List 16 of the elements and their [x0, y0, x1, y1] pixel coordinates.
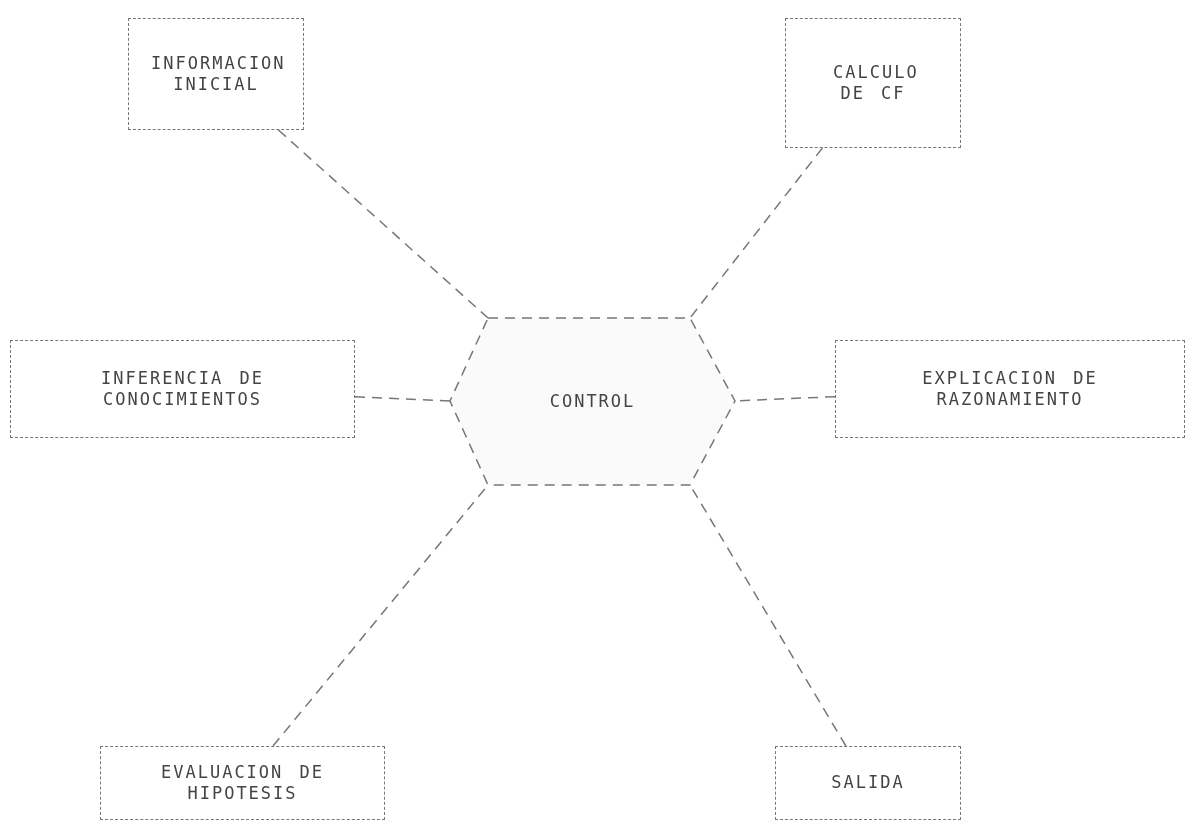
node-label: EVALUACION DE HIPOTESIS [159, 761, 326, 805]
control-hexagon [450, 318, 735, 485]
process-box [785, 18, 961, 148]
node-label: EXPLICACION DE RAZONAMIENTO [921, 367, 1099, 411]
connector-line [354, 396, 451, 402]
connector-line [689, 147, 824, 319]
process-box [100, 746, 385, 820]
process-box [775, 746, 961, 820]
node-label: SALIDA [831, 772, 905, 794]
node-label: INFERENCIA DE CONOCIMIENTOS [99, 367, 266, 411]
node-label: CONTROL [549, 390, 636, 413]
connector-line [277, 129, 489, 319]
process-box [835, 340, 1185, 438]
process-box [128, 18, 304, 130]
process-box [10, 340, 355, 438]
node-label: INFORMACION INICIAL [151, 52, 281, 96]
